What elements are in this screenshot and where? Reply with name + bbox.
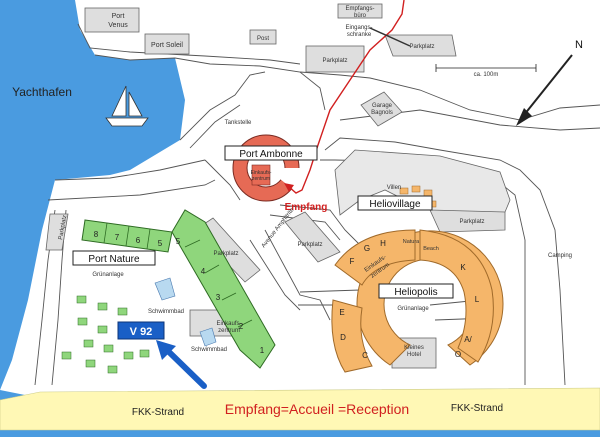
parkplatz-label-top-right: Parkplatz bbox=[409, 44, 434, 50]
port-nature-dividers bbox=[103, 222, 253, 328]
port-nature-blocks bbox=[81, 209, 276, 369]
eingangsschranke-label-2: schranke bbox=[347, 32, 372, 38]
port-nature-number: 2 bbox=[239, 322, 244, 331]
empfang-label: Empfang bbox=[285, 202, 328, 213]
heliovillage-label: Heliovillage bbox=[369, 199, 421, 210]
parkplatz-label-center: Parkplatz bbox=[213, 251, 238, 257]
parkplatz-heliovillage-left bbox=[284, 211, 341, 263]
entrance-barrier bbox=[369, 27, 411, 47]
villen-label: Villen bbox=[387, 185, 402, 191]
bungalows bbox=[61, 295, 150, 374]
port-nature-number: 1 bbox=[260, 346, 265, 355]
port-ambonne-ring bbox=[232, 134, 301, 202]
port-nature-number: 6 bbox=[136, 236, 141, 245]
fkk-strand-label-right: FKK-Strand bbox=[451, 403, 503, 414]
north-label: N bbox=[575, 39, 583, 51]
garage-label-2: Bagnols bbox=[371, 110, 393, 116]
port-nature-number: 3 bbox=[216, 293, 221, 302]
port-nature-number: 4 bbox=[201, 267, 206, 276]
parkplatz-label-hv-left: Parkplatz bbox=[297, 242, 322, 248]
parkplatz-left-beach bbox=[45, 213, 69, 251]
heliopolis-segment-right bbox=[419, 229, 494, 363]
yachthafen-label: Yachthafen bbox=[12, 85, 72, 99]
scale-label: ca. 100m bbox=[474, 72, 499, 78]
port-nature-number: 8 bbox=[94, 230, 99, 239]
port-nature-label-box bbox=[72, 250, 156, 266]
grunanlage-label-right: Grünanlage bbox=[397, 306, 429, 312]
pool-top bbox=[154, 277, 176, 301]
port-nature-label: Port Nature bbox=[88, 254, 140, 265]
tankstelle-label: Tankstelle bbox=[225, 120, 252, 126]
heliopolis-letter: G bbox=[364, 244, 370, 253]
beach bbox=[0, 387, 600, 431]
buildings bbox=[84, 3, 457, 369]
v92-arrow-icon bbox=[156, 340, 207, 389]
port-soleil-label: Port Soleil bbox=[151, 42, 183, 49]
parkplatz-label-left: Parkplatz bbox=[58, 215, 68, 241]
heliovillage-label-box bbox=[357, 195, 433, 211]
v92-label: V 92 bbox=[130, 326, 153, 338]
empfangsburo-label-1: Empfangs- bbox=[345, 6, 374, 12]
parkplatz-label-top: Parkplatz bbox=[322, 58, 347, 64]
entry-route bbox=[287, 0, 405, 194]
port-nature-number: 5 bbox=[158, 239, 163, 248]
port-venus-label-2: Venus bbox=[108, 22, 128, 29]
heliopolis-letter: D bbox=[340, 333, 346, 342]
einkaufszentrum-port-nature-label-1: Einkaufs- bbox=[216, 321, 241, 327]
eingangsschranke-label-1: Eingangs- bbox=[345, 25, 372, 31]
fkk-strand-label-left: FKK-Strand bbox=[132, 407, 184, 418]
post-label: Post bbox=[257, 36, 269, 42]
heliopolis-letter: F bbox=[350, 257, 355, 266]
heliopolis-letter: K bbox=[460, 263, 466, 272]
natura-beach-label-1: Natura bbox=[403, 239, 420, 245]
parkplatz-label-hv-right: Parkplatz bbox=[459, 219, 484, 225]
schwimmbad-label-top: Schwimmbad bbox=[148, 309, 184, 315]
heliopolis-letter: C bbox=[362, 351, 368, 360]
heliopolis-segment-top bbox=[334, 229, 416, 286]
pool-bottom bbox=[199, 327, 217, 347]
reception-note: Empfang=Accueil =Reception bbox=[225, 401, 409, 417]
heliopolis-letter: A/ bbox=[464, 335, 472, 344]
route-arrowhead bbox=[284, 183, 294, 192]
heliopolis-letter: L bbox=[475, 295, 480, 304]
natura-beach-label-2: Beach bbox=[423, 246, 439, 252]
heliopolis-letter: H bbox=[380, 239, 386, 248]
empfangsburo-label-2: büro bbox=[354, 13, 367, 19]
scale-bar bbox=[435, 64, 537, 72]
heliopolis-segment-left bbox=[331, 299, 373, 373]
heliopolis-letter: E bbox=[339, 308, 344, 317]
heliopolis-label: Heliopolis bbox=[394, 287, 437, 298]
port-nature-number: 5 bbox=[176, 237, 181, 246]
schwimmbad-label-bottom: Schwimmbad bbox=[191, 347, 227, 353]
v92-label-box bbox=[117, 321, 165, 340]
port-ambonne-label-box bbox=[224, 145, 318, 161]
port-venus-label-1: Port bbox=[112, 13, 125, 20]
port-ambonne-label: Port Ambonne bbox=[239, 149, 303, 160]
grunanlage-label-left: Grünanlage bbox=[92, 272, 124, 278]
heliopolis-label-box bbox=[378, 283, 454, 299]
einkaufszentrum-label-1: Einkaufs- bbox=[251, 170, 272, 176]
heliovillage-zone bbox=[334, 149, 511, 216]
sailboat-icon bbox=[105, 85, 149, 127]
kleines-hotel-label-1: Kleines bbox=[404, 345, 424, 351]
einkaufszentrum-port-nature-label-2: zentrum bbox=[218, 328, 240, 334]
heliopolis-letter: O bbox=[455, 350, 461, 359]
port-nature-number: 7 bbox=[115, 233, 120, 242]
camping-label: Camping bbox=[548, 253, 572, 259]
yacht-harbour-water bbox=[0, 0, 185, 390]
north-arrow-icon bbox=[516, 54, 573, 126]
garage-label-1: Garage bbox=[372, 103, 393, 109]
einkaufszentrum-label-2: zentrum bbox=[252, 176, 270, 182]
kleines-hotel-label-2: Hotel bbox=[407, 352, 421, 358]
